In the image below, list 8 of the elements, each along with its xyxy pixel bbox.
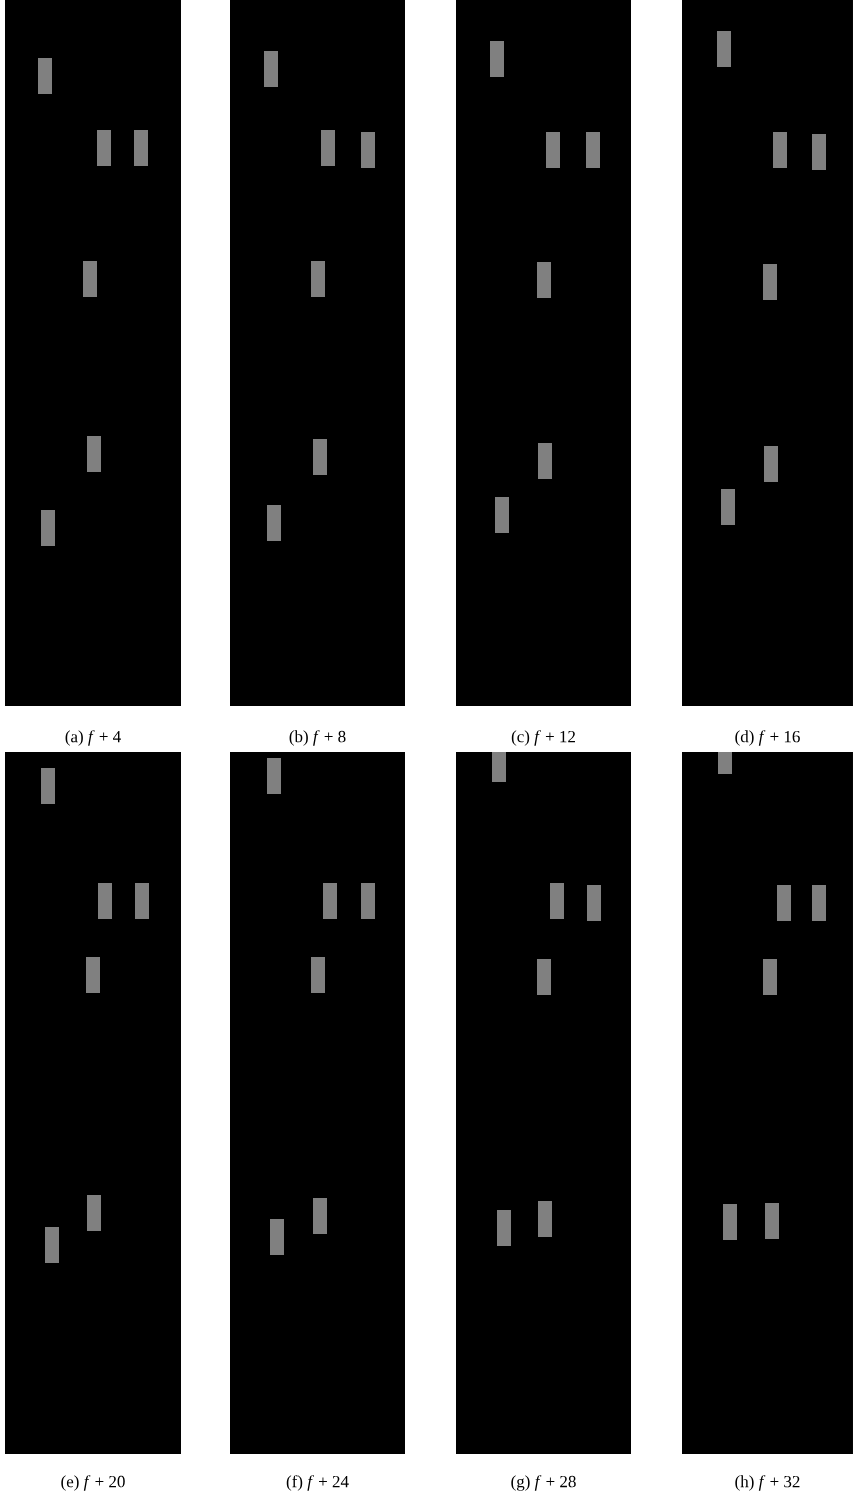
panel-caption: (f) f + 24 xyxy=(286,1475,349,1491)
panel-caption: (d) f + 16 xyxy=(735,730,800,746)
panel-caption: (h) f + 32 xyxy=(735,1475,800,1491)
panel-caption: (e) f + 20 xyxy=(61,1475,125,1491)
panel-caption: (a) f + 4 xyxy=(65,730,121,746)
panel-caption: (g) f + 28 xyxy=(511,1475,576,1491)
panel-caption: (b) f + 8 xyxy=(289,730,346,746)
panel-caption: (c) f + 12 xyxy=(511,730,575,746)
